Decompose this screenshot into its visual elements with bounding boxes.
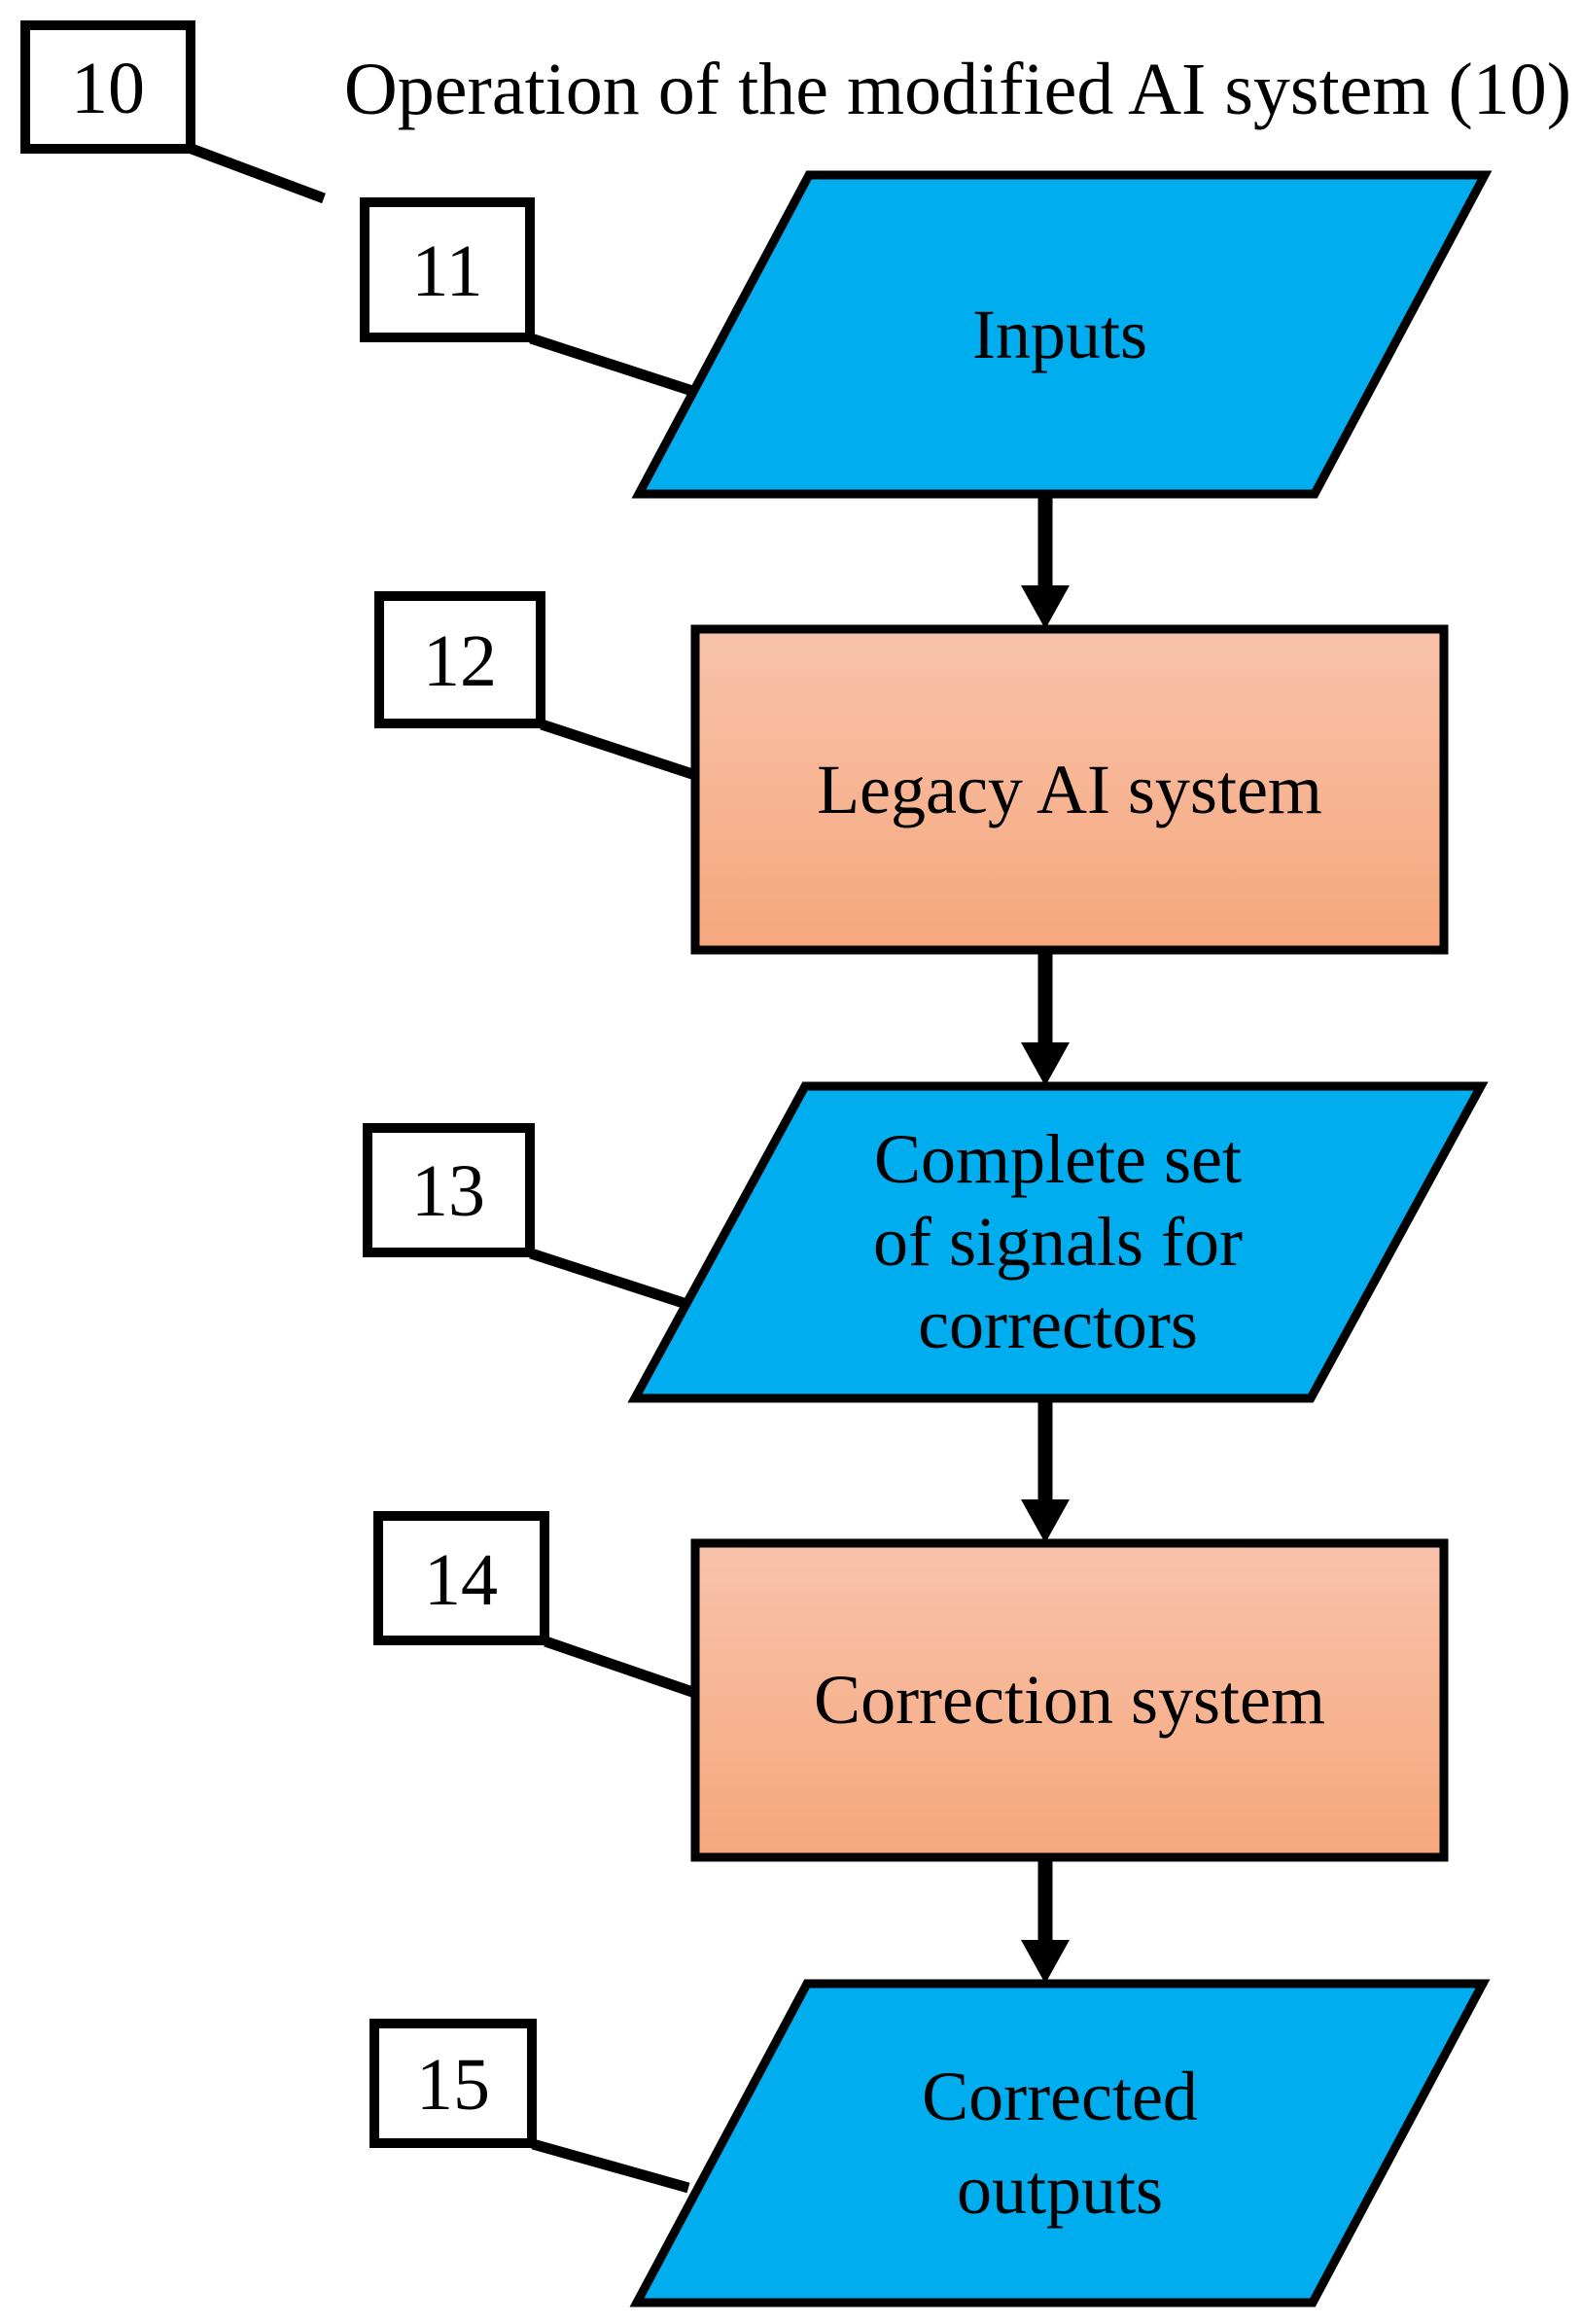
node-corrected-outputs: Corrected outputs <box>629 1979 1491 2307</box>
leader-line-15 <box>531 2138 690 2194</box>
node-signals-for-correctors: Complete set of signals for correctors <box>627 1081 1489 1403</box>
callout-box-12 <box>374 591 545 728</box>
node-correction-system: Correction system <box>690 1538 1449 1862</box>
callout-11: 11 <box>360 197 694 397</box>
callout-number-11: 11 <box>411 230 482 312</box>
node-inputs-label: Inputs <box>972 296 1147 373</box>
node-signals-for-correctors-label-line1: Complete set <box>874 1120 1242 1198</box>
callout-number-14: 14 <box>424 1539 498 1621</box>
callout-10: 10 <box>20 20 326 204</box>
callout-number-13: 13 <box>411 1150 485 1232</box>
leader-line-13 <box>529 1248 688 1310</box>
node-correction-system-shape <box>690 1538 1449 1862</box>
callout-box-10 <box>20 20 195 154</box>
flow-arrow-3 <box>1021 1396 1070 1543</box>
callout-12: 12 <box>374 591 697 781</box>
callout-13: 13 <box>363 1123 688 1310</box>
node-correction-system-label: Correction system <box>814 1661 1325 1739</box>
node-inputs-shape <box>631 170 1493 499</box>
callout-14: 14 <box>373 1511 697 1699</box>
flow-arrow-4 <box>1021 1855 1070 1984</box>
flow-arrow-2 <box>1021 948 1070 1086</box>
node-signals-for-correctors-shape <box>627 1081 1489 1403</box>
leader-line-14 <box>544 1636 697 1699</box>
callout-number-12: 12 <box>423 620 497 702</box>
node-corrected-outputs-label-line2: outputs <box>957 2151 1163 2229</box>
callout-box-11 <box>360 197 535 342</box>
node-legacy-ai-system-shape <box>690 624 1449 955</box>
callout-number-15: 15 <box>416 2044 490 2126</box>
callout-box-15 <box>369 2019 537 2148</box>
node-signals-for-correctors-label-line3: correctors <box>918 1285 1198 1363</box>
flow-arrow-1 <box>1021 490 1070 629</box>
callout-15: 15 <box>369 2019 690 2194</box>
node-inputs: Inputs <box>631 170 1493 499</box>
node-signals-for-correctors-label-line2: of signals for <box>873 1203 1243 1281</box>
node-legacy-ai-system-label: Legacy AI system <box>817 751 1322 828</box>
callout-box-13 <box>363 1123 535 1257</box>
leader-line-10 <box>190 143 326 204</box>
node-legacy-ai-system: Legacy AI system <box>690 624 1449 955</box>
node-corrected-outputs-shape <box>629 1979 1491 2307</box>
node-corrected-outputs-label-line1: Corrected <box>922 2058 1198 2135</box>
callout-number-10: 10 <box>71 48 145 129</box>
leader-line-12 <box>540 719 697 781</box>
figure-title: Operation of the modified AI system (10) <box>344 49 1571 130</box>
leader-line-11 <box>529 333 694 397</box>
callout-box-14 <box>373 1511 549 1645</box>
